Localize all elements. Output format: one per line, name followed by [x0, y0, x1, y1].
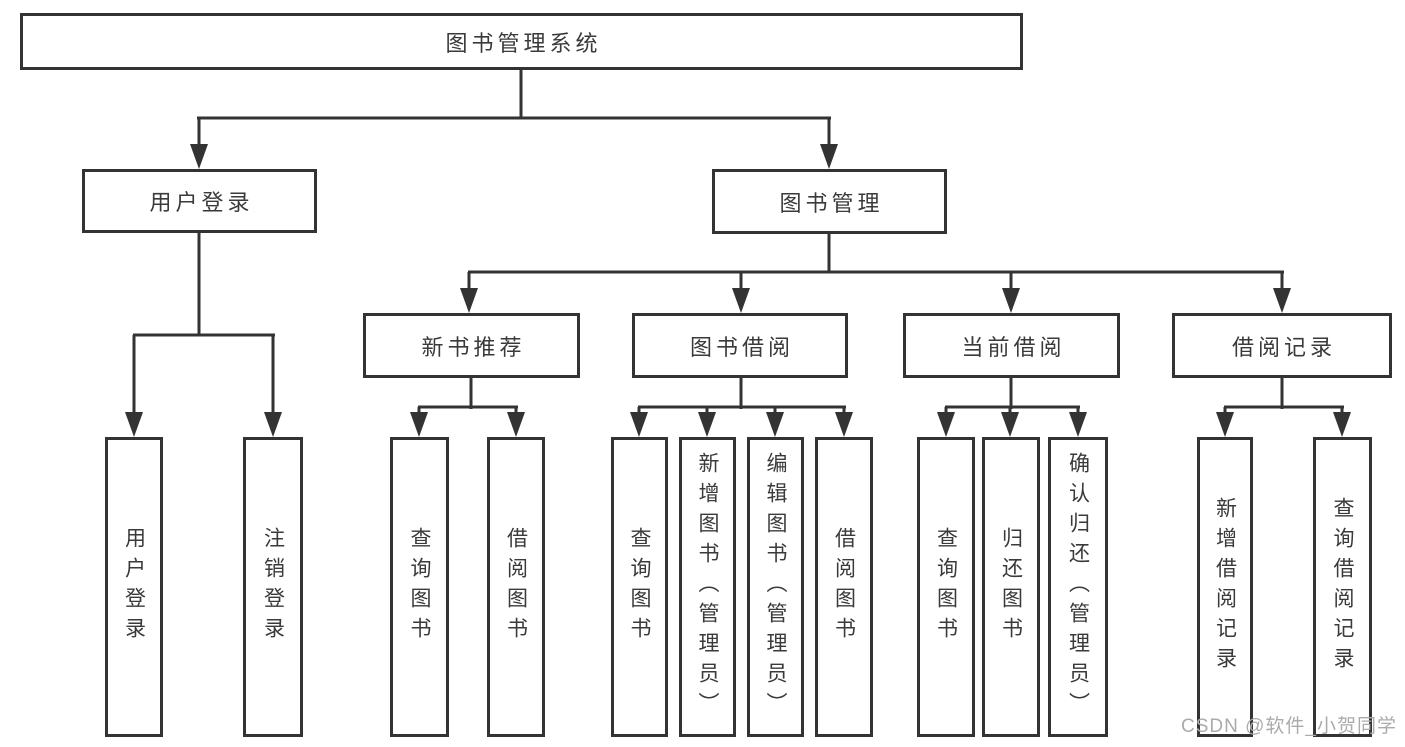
leaf-label: 查询图书 — [934, 527, 958, 647]
node-label: 用户登录 — [149, 190, 254, 215]
leaf-user-login: 用户登录 — [105, 437, 163, 737]
arrowhead-down-icon — [1001, 412, 1019, 437]
leaf-edit-book-admin: 编辑图书（管理员） — [747, 437, 804, 737]
arrowhead-down-icon — [630, 412, 648, 437]
leaf-add-book-admin: 新增图书（管理员） — [679, 437, 736, 737]
arrowhead-down-icon — [732, 288, 750, 313]
leaf-logout: 注销登录 — [243, 437, 303, 737]
leaf-query-books-borrowing: 查询图书 — [611, 437, 668, 737]
node-library-management-system: 图书管理系统 — [20, 13, 1023, 70]
arrowhead-down-icon — [125, 412, 143, 437]
leaf-label: 查询借阅记录 — [1331, 497, 1354, 677]
arrowhead-down-icon — [264, 412, 282, 437]
csdn-watermark: CSDN @软件_小贺同学 — [1181, 716, 1397, 737]
arrowhead-down-icon — [190, 144, 208, 169]
arrowhead-down-icon — [835, 412, 853, 437]
arrowhead-down-icon — [410, 412, 428, 437]
node-label: 图书管理 — [779, 190, 884, 216]
leaf-query-books-current: 查询图书 — [917, 437, 975, 737]
leaf-label: 借阅图书 — [504, 527, 528, 647]
node-book-borrowing: 图书借阅 — [632, 313, 848, 378]
node-book-management: 图书管理 — [712, 169, 947, 234]
leaf-label: 新增借阅记录 — [1213, 497, 1237, 677]
leaf-confirm-return-admin: 确认归还（管理员） — [1048, 437, 1108, 737]
node-current-borrowing: 当前借阅 — [903, 313, 1120, 378]
leaf-label: 注销登录 — [261, 527, 285, 647]
leaf-label: 查询图书 — [408, 527, 431, 647]
arrowhead-down-icon — [1216, 412, 1234, 437]
leaf-label: 新增图书（管理员） — [696, 452, 719, 722]
leaf-label: 归还图书 — [999, 527, 1023, 647]
node-new-book-recommendation: 新书推荐 — [363, 313, 580, 378]
leaf-query-books-recommend: 查询图书 — [390, 437, 449, 737]
arrowhead-down-icon — [460, 288, 478, 313]
leaf-label: 编辑图书（管理员） — [764, 452, 787, 722]
arrowhead-down-icon — [1333, 412, 1351, 437]
arrowhead-down-icon — [1069, 412, 1087, 437]
leaf-label: 用户登录 — [122, 527, 146, 647]
leaf-label: 查询图书 — [628, 527, 651, 647]
node-label: 借阅记录 — [1231, 334, 1336, 360]
leaf-borrow-books-borrowing: 借阅图书 — [815, 437, 873, 737]
arrowhead-down-icon — [1002, 288, 1020, 313]
node-borrowing-records: 借阅记录 — [1172, 313, 1392, 378]
arrowhead-down-icon — [820, 144, 838, 169]
arrowhead-down-icon — [507, 412, 525, 437]
leaf-borrow-books-recommend: 借阅图书 — [487, 437, 545, 737]
leaf-label: 借阅图书 — [832, 527, 856, 647]
leaf-query-borrow-record: 查询借阅记录 — [1313, 437, 1372, 737]
node-label: 当前借阅 — [961, 334, 1066, 360]
node-label: 图书管理系统 — [445, 30, 602, 56]
arrowhead-down-icon — [698, 412, 716, 437]
leaf-add-borrow-record: 新增借阅记录 — [1197, 437, 1253, 737]
arrowhead-down-icon — [937, 412, 955, 437]
node-user-login: 用户登录 — [82, 169, 317, 233]
node-label: 新书推荐 — [421, 334, 526, 360]
arrowhead-down-icon — [766, 412, 784, 437]
arrowhead-down-icon — [1273, 288, 1291, 313]
leaf-label: 确认归还（管理员） — [1066, 452, 1090, 722]
node-label: 图书借阅 — [689, 334, 794, 360]
leaf-return-books: 归还图书 — [982, 437, 1040, 737]
